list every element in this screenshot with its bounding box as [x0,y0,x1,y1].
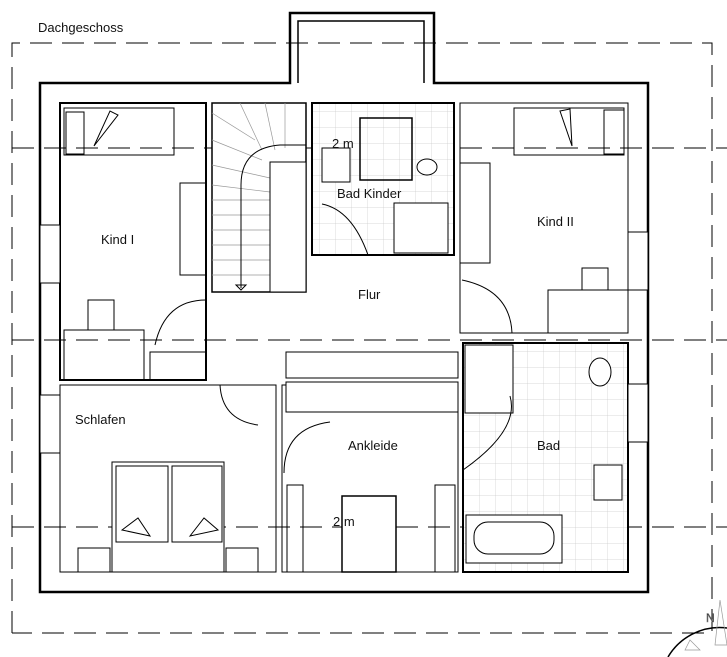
room-label-bad-kinder: Bad Kinder [337,186,402,201]
staircase [211,102,307,293]
height-mark: 2 m [333,514,355,529]
room-label-bad: Bad [537,438,560,453]
plan-title: Dachgeschoss [38,20,124,35]
room-label-kind2: Kind II [537,214,574,229]
compass-icon [667,599,727,657]
height-mark: 2 m [332,136,354,151]
room-label-flur: Flur [358,287,381,302]
furniture [63,107,629,573]
room-label-schlafen: Schlafen [75,412,126,427]
doors [154,203,513,474]
room-label-ankleide: Ankleide [348,438,398,453]
room-label-kind1: Kind I [101,232,134,247]
compass-north-label: N [706,611,715,625]
